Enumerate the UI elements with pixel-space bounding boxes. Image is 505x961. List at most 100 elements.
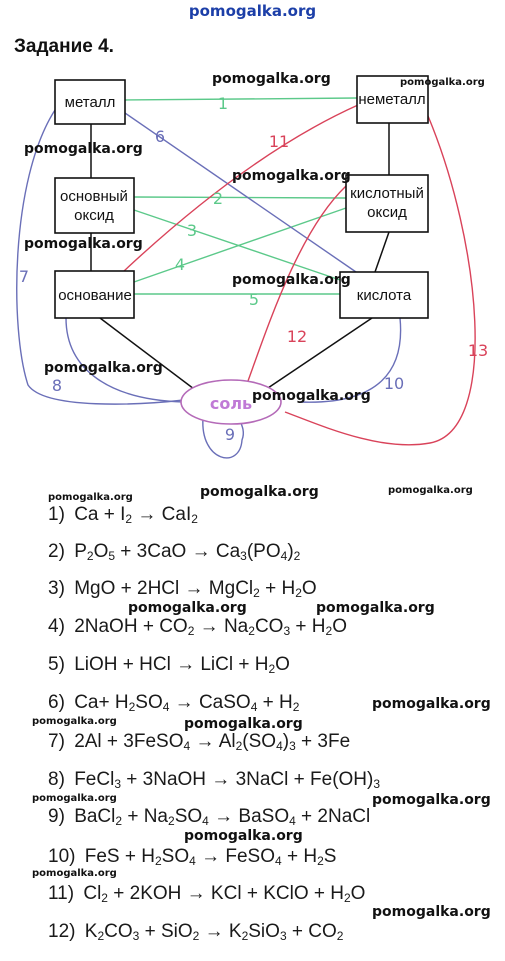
link-8-number: 8: [52, 376, 62, 395]
acid-oxide-box: [345, 174, 429, 233]
task-title: Задание 4.: [14, 36, 114, 57]
equation-item: 5) LiOH + HCl → LiCl + H2O: [48, 654, 290, 676]
link-3-number: 3: [187, 221, 197, 240]
basic-oxide-box: [54, 177, 135, 234]
basic-oxide-label-line1: основный: [60, 188, 128, 205]
equation-item: 10) FeS + H2SO4 → FeSO4 + H2S: [48, 846, 336, 868]
equation-item: 4) 2NaOH + CO2 → Na2CO3 + H2O: [48, 616, 347, 638]
equation-number: 1): [48, 504, 71, 525]
equation-number: 5): [48, 654, 71, 675]
acid-label: кислота: [357, 287, 412, 304]
watermark: pomogalka.org: [400, 77, 485, 88]
equation-item: 9) BaCl2 + Na2SO4 → BaSO4 + 2NaCl: [48, 806, 370, 828]
watermark: pomogalka.org: [212, 71, 331, 87]
equation-item: 1) Ca + I2 → CaI2: [48, 504, 198, 526]
watermark: pomogalka.org: [372, 792, 491, 808]
diagram: металл неметалл основный оксид кислотный…: [16, 75, 488, 459]
salt-ellipse: [180, 379, 282, 425]
base-label: основание: [58, 287, 132, 304]
equation-item: 8) FeCl3 + 3NaOH → 3NaCl + Fe(OH)3: [48, 769, 380, 791]
link-6-line: [124, 112, 357, 273]
equation-item: 3) MgO + 2HCl → MgCl2 + H2O: [48, 578, 317, 600]
watermark: pomogalka.org: [200, 484, 319, 500]
watermark: pomogalka.org: [128, 600, 247, 616]
acid-oxide-label-line1: кислотный: [350, 185, 424, 202]
link-10-line: [299, 317, 402, 403]
link-6-number: 6: [155, 127, 165, 146]
watermark: pomogalka.org: [316, 600, 435, 616]
link-2-line: [133, 196, 347, 199]
equation-text: BaCl2 + Na2SO4 → BaSO4 + 2NaCl: [74, 806, 371, 828]
link-9-number: 9: [225, 425, 235, 444]
watermark: pomogalka.org: [388, 485, 473, 496]
link-7-line: [16, 109, 185, 405]
link-8-line: [65, 317, 185, 403]
equation-number: 9): [48, 806, 71, 827]
acid-salt-link: [261, 317, 373, 393]
equation-number: 6): [48, 692, 71, 713]
link-4-line: [133, 207, 347, 283]
equation-number: 3): [48, 578, 71, 599]
equation-item: 7) 2Al + 3FeSO4 → Al2(SO4)3 + 3Fe: [48, 731, 350, 753]
equation-text: 2NaOH + CO2 → Na2CO3 + H2O: [74, 616, 347, 638]
link-4-number: 4: [175, 255, 185, 274]
watermark: pomogalka.org: [372, 904, 491, 920]
equation-item: 12) K2CO3 + SiO2 → K2SiO3 + CO2: [48, 921, 343, 943]
equation-number: 4): [48, 616, 71, 637]
link-13-line: [284, 115, 476, 446]
acid-box: [339, 271, 429, 319]
watermark: pomogalka.org: [232, 272, 351, 288]
link-2-number: 2: [213, 189, 223, 208]
equation-text: P2O5 + 3CaO → Ca3(PO4)2: [74, 541, 301, 563]
equation-text: Cl2 + 2KOH → KCl + KClO + H2O: [83, 883, 366, 905]
link-12-line: [247, 185, 347, 382]
link-13-number: 13: [468, 341, 488, 360]
link-11-number: 11: [269, 132, 289, 151]
watermark: pomogalka.org: [32, 868, 117, 879]
equation-text: K2CO3 + SiO2 → K2SiO3 + CO2: [84, 921, 344, 943]
equation-text: 2Al + 3FeSO4 → Al2(SO4)3 + 3Fe: [74, 731, 351, 753]
equation-text: FeS + H2SO4 → FeSO4 + H2S: [84, 846, 337, 868]
equation-number: 8): [48, 769, 71, 790]
equation-text: FeCl3 + 3NaOH → 3NaCl + Fe(OH)3: [74, 769, 381, 791]
link-11-line: [123, 104, 359, 272]
equation-text: MgO + 2HCl → MgCl2 + H2O: [74, 578, 317, 600]
equation-text: Ca+ H2SO4 → CaSO4 + H2: [74, 692, 300, 714]
watermark: pomogalka.org: [184, 828, 303, 844]
link-10-number: 10: [384, 374, 404, 393]
site-header: pomogalka.org: [188, 2, 317, 20]
metal-box: [54, 79, 126, 125]
link-1-number: 1: [218, 94, 228, 113]
acid-oxide-acid-link: [374, 231, 390, 273]
link-7-number: 7: [19, 267, 29, 286]
base-box: [54, 270, 135, 319]
nonmetal-box: [356, 75, 429, 124]
watermark: pomogalka.org: [184, 716, 303, 732]
metal-label: металл: [65, 94, 116, 111]
equation-number: 10): [48, 846, 81, 867]
watermark: pomogalka.org: [32, 793, 117, 804]
equation-item: 6) Ca+ H2SO4 → CaSO4 + H2: [48, 692, 299, 714]
link-5-number: 5: [249, 290, 259, 309]
watermark: pomogalka.org: [24, 236, 143, 252]
watermark: pomogalka.org: [252, 388, 371, 404]
equation-number: 7): [48, 731, 71, 752]
link-12-number: 12: [287, 327, 307, 346]
watermark: pomogalka.org: [372, 696, 491, 712]
link-1-line: [124, 97, 358, 101]
salt-label: соль: [210, 394, 252, 413]
watermark: pomogalka.org: [48, 492, 133, 503]
equation-text: LiOH + HCl → LiCl + H2O: [74, 654, 290, 676]
watermark: pomogalka.org: [24, 141, 143, 157]
nonmetal-label: неметалл: [358, 91, 425, 108]
equation-text: Ca + I2 → CaI2: [74, 504, 198, 526]
watermark: pomogalka.org: [232, 168, 351, 184]
acid-oxide-label-line2: оксид: [367, 204, 407, 221]
equation-number: 12): [48, 921, 81, 942]
equation-number: 2): [48, 541, 71, 562]
watermark: pomogalka.org: [44, 360, 163, 376]
equation-item: 11) Cl2 + 2KOH → KCl + KClO + H2O: [48, 883, 365, 905]
equation-item: 2) P2O5 + 3CaO → Ca3(PO4)2: [48, 541, 300, 563]
base-salt-link: [99, 317, 199, 393]
link-3-line: [133, 209, 341, 281]
